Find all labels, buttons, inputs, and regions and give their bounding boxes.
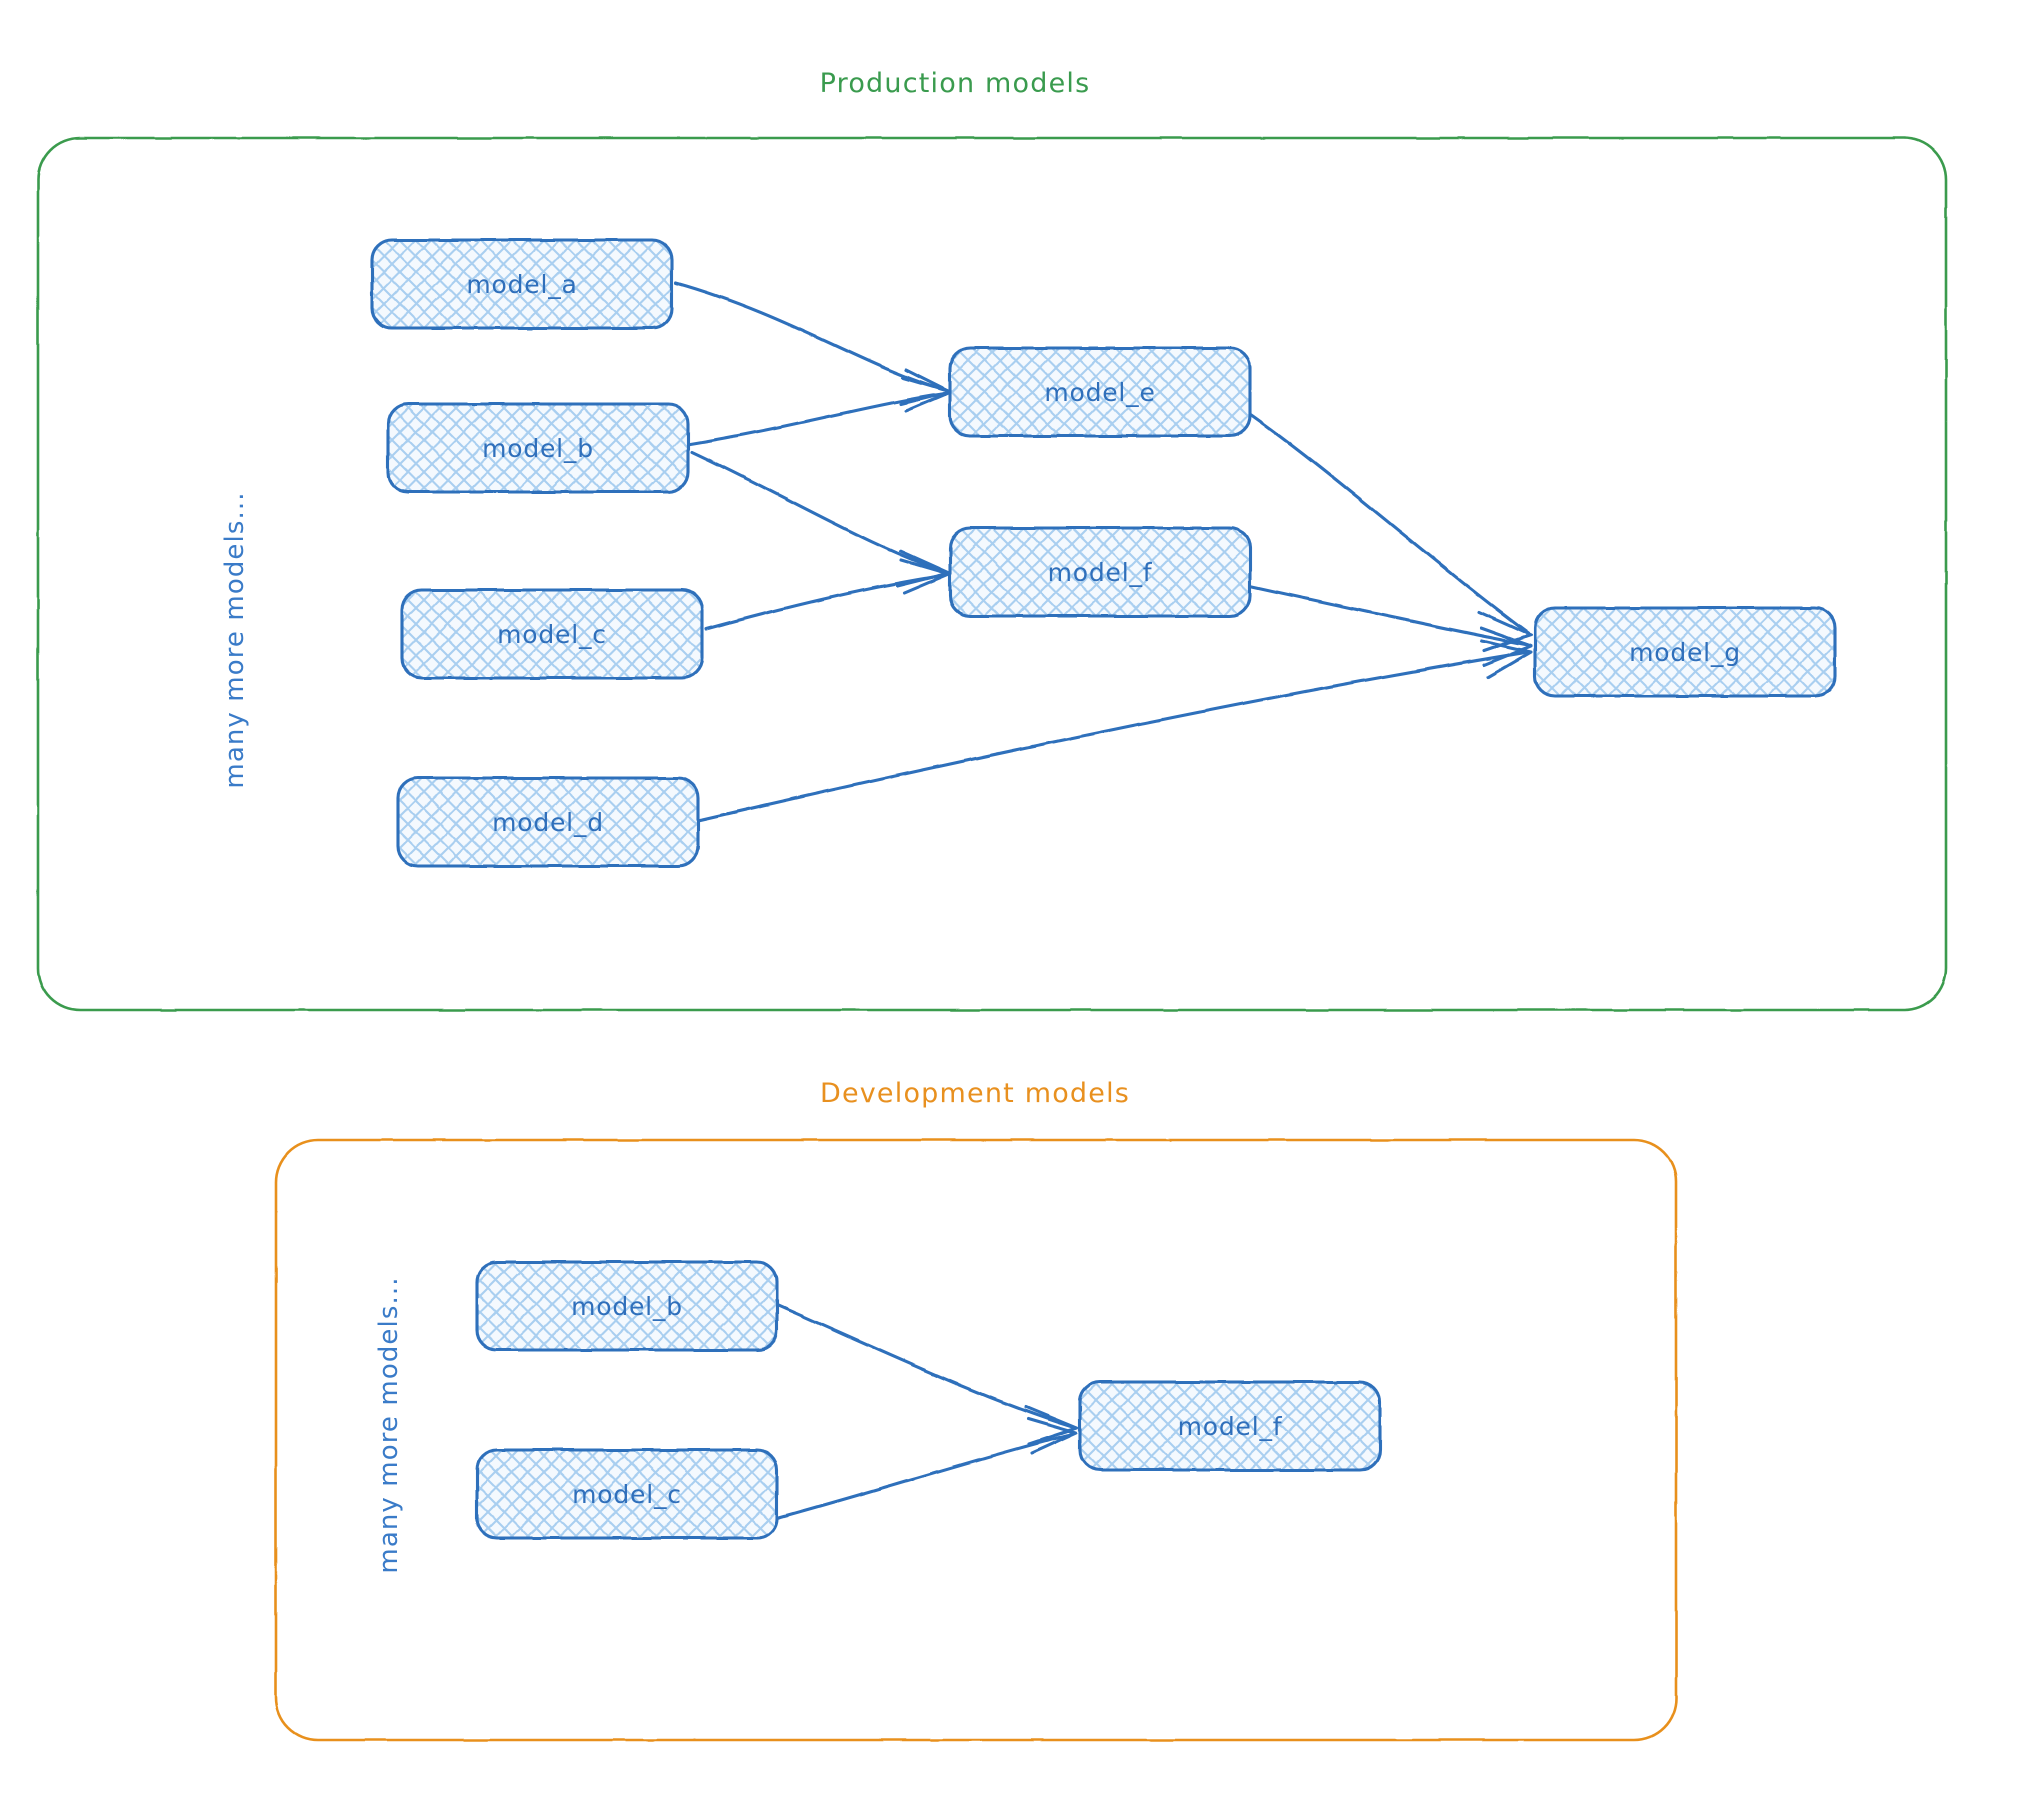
node-dev-model_c[interactable]: model_c [475, 1448, 779, 1540]
development-group-title: Development models [820, 1078, 1130, 1109]
node-model_a-label: model_a [466, 270, 577, 299]
node-model_g[interactable]: model_g [1533, 606, 1837, 698]
node-model_f[interactable]: model_f [948, 526, 1252, 618]
node-model_e-label: model_e [1044, 378, 1155, 407]
production-group-title: Production models [820, 68, 1091, 99]
node-model_e[interactable]: model_e [948, 346, 1252, 438]
development-nodes: model_b model_c model_f [475, 1260, 1382, 1540]
node-model_a[interactable]: model_a [370, 238, 674, 330]
development-group-border [274, 1138, 1678, 1742]
edge-dev-model_c-model_f [775, 1417, 1078, 1520]
edge-model_d-model_g [698, 639, 1533, 822]
edge-model_b-model_e [688, 376, 953, 446]
production-group-border [36, 136, 1948, 1012]
production-many-more-models-label: many more models... [220, 491, 250, 788]
node-model_d[interactable]: model_d [396, 776, 700, 868]
node-dev-model_b-label: model_b [571, 1292, 683, 1321]
production-edges [674, 281, 1533, 822]
development-edges [775, 1303, 1079, 1520]
edge-model_f-model_g [1243, 583, 1533, 667]
edge-dev-model_b-model_f [775, 1303, 1079, 1446]
edge-model_b-model_f [690, 450, 951, 588]
group-development: Development models many more models... [274, 1078, 1678, 1742]
node-model_b[interactable]: model_b [386, 402, 690, 494]
edge-model_a-model_e [674, 281, 952, 406]
production-nodes: model_a model_b model_c [370, 238, 1837, 868]
node-model_b-label: model_b [482, 434, 594, 463]
node-model_f-label: model_f [1048, 558, 1153, 587]
node-dev-model_f-label: model_f [1178, 1412, 1283, 1441]
node-model_c[interactable]: model_c [400, 588, 704, 680]
node-model_c-label: model_c [497, 620, 607, 649]
node-model_g-label: model_g [1629, 638, 1741, 667]
node-dev-model_c-label: model_c [572, 1480, 682, 1509]
group-production: Production models many more models... [36, 68, 1948, 1012]
node-model_d-label: model_d [492, 808, 604, 837]
node-dev-model_b[interactable]: model_b [475, 1260, 779, 1352]
edge-model_c-model_f [704, 558, 951, 631]
node-dev-model_f[interactable]: model_f [1078, 1380, 1382, 1472]
development-many-more-models-label: many more models... [374, 1276, 404, 1573]
